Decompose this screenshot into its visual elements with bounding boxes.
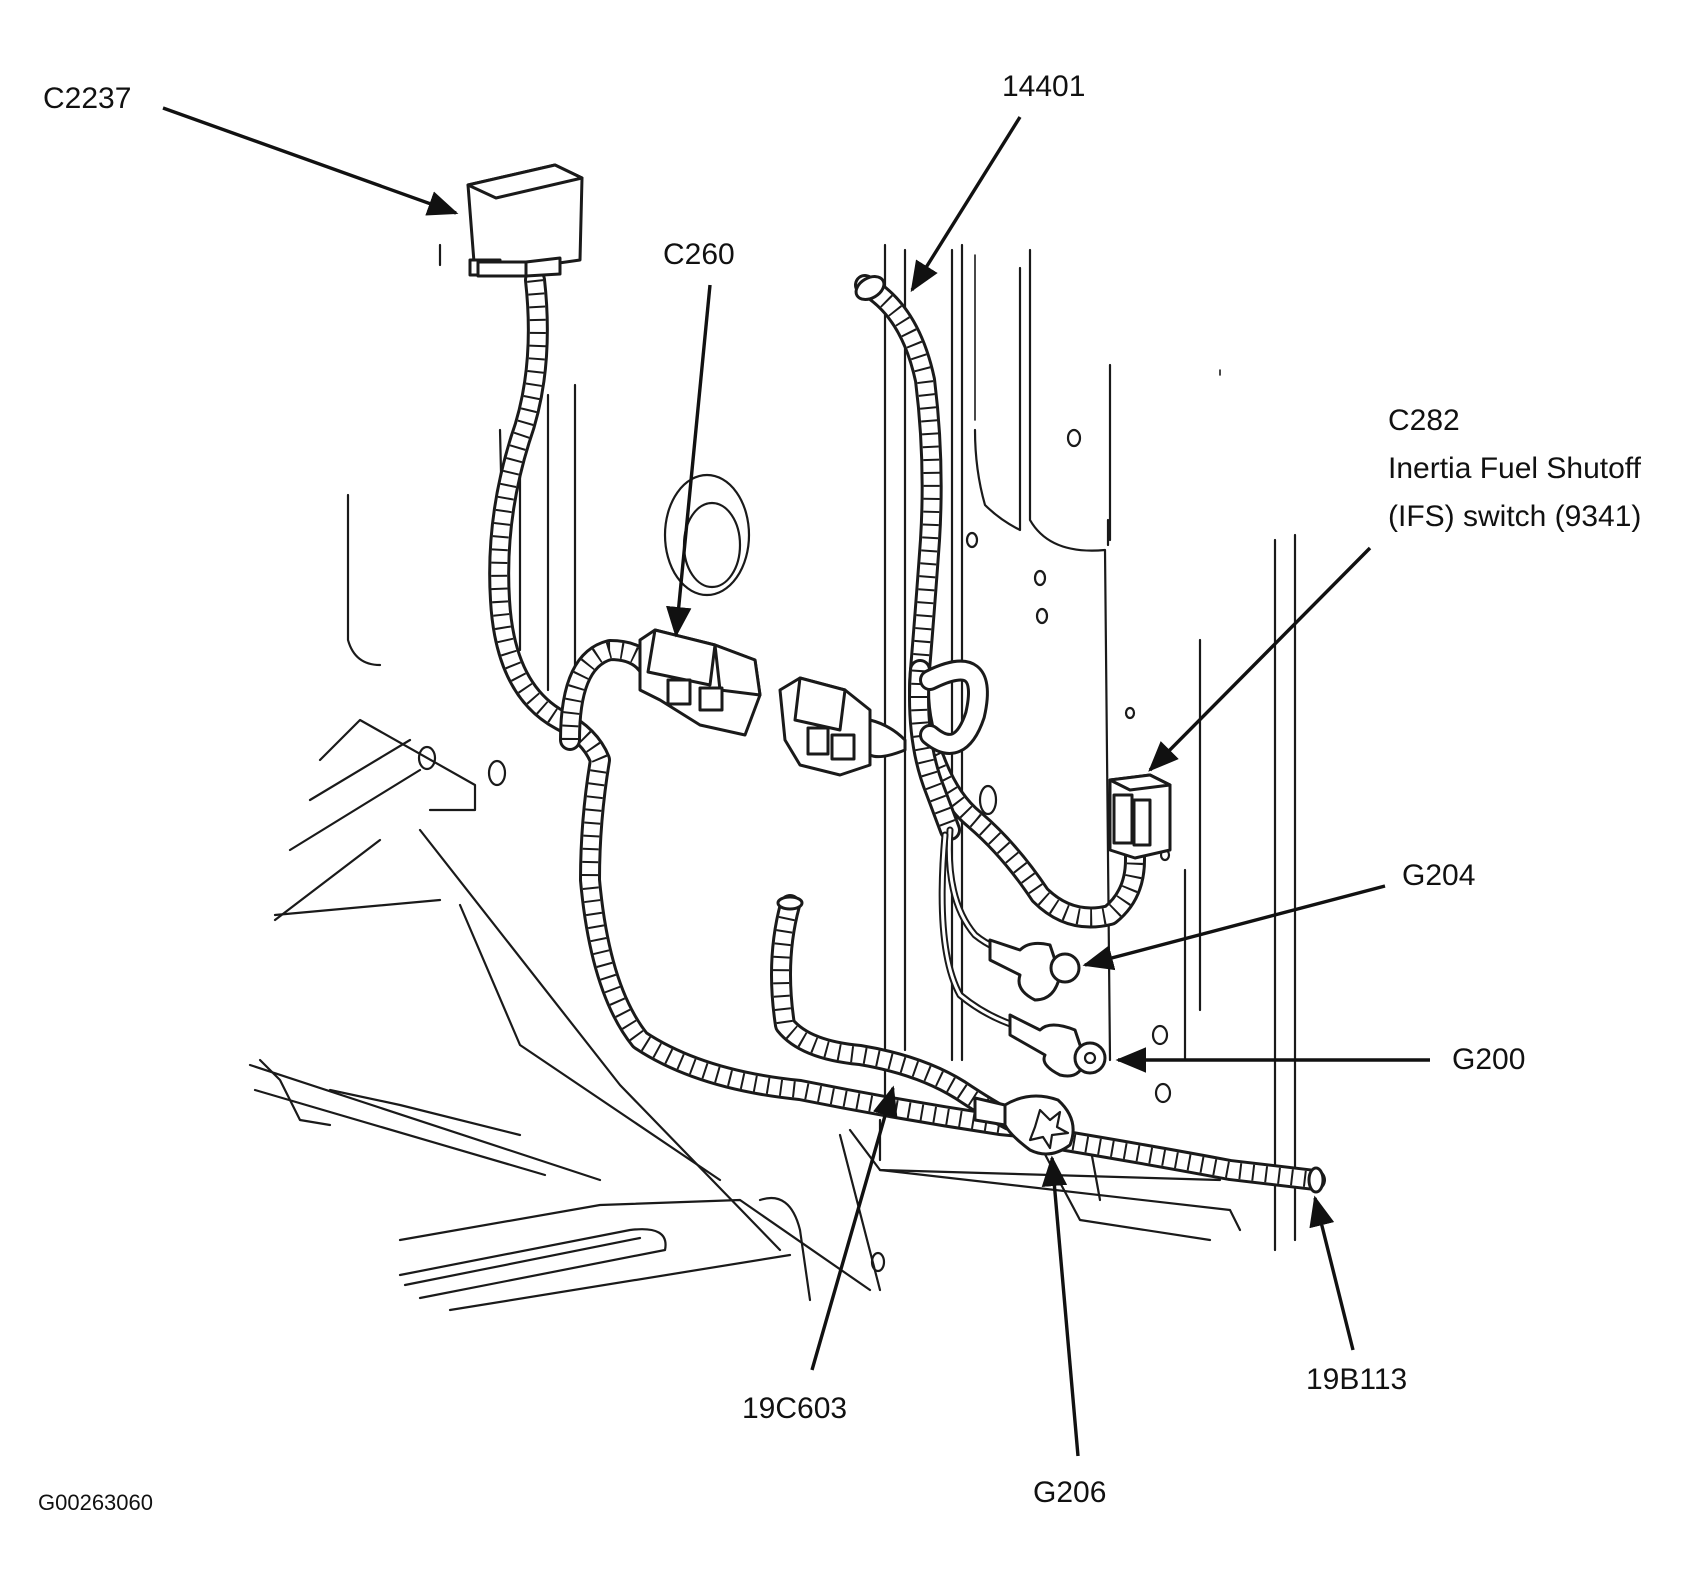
harness-19c603 <box>770 894 1021 1131</box>
connector-c260-shape <box>638 628 762 737</box>
label-c2237: C2237 <box>43 82 132 115</box>
figure-id: G00263060 <box>38 1490 153 1515</box>
label-19b113: 19B113 <box>1306 1363 1408 1396</box>
arrow-c260 <box>666 284 712 638</box>
label-ifs-line2: (IFS) switch (9341) <box>1388 500 1642 533</box>
arrow-c2237 <box>162 106 459 216</box>
label-14401: 14401 <box>1002 70 1086 103</box>
connector-c2237-shape <box>466 163 584 278</box>
harness-14401 <box>854 274 1146 929</box>
arrow-c282 <box>1148 546 1372 772</box>
ground-g200-eyelet <box>1008 1013 1107 1078</box>
arrow-19c603 <box>810 1085 898 1371</box>
label-c282: C282 <box>1388 404 1460 437</box>
mating-connector-shape <box>778 676 907 777</box>
ground-g204-eyelet <box>988 938 1081 1002</box>
label-g206: G206 <box>1033 1476 1107 1509</box>
label-g200: G200 <box>1452 1043 1526 1076</box>
label-19c603: 19C603 <box>742 1392 848 1425</box>
body-panel-outlines <box>248 243 1297 1312</box>
label-c260: C260 <box>663 238 735 271</box>
leader-arrows <box>162 106 1430 1457</box>
connector-c282-shape <box>1108 773 1172 860</box>
harness-19b113 <box>1049 1129 1326 1194</box>
arrow-19b113 <box>1309 1195 1355 1351</box>
arrow-14401 <box>910 116 1022 293</box>
arrow-g204 <box>1082 884 1386 971</box>
ground-g206-eyelet <box>973 1094 1075 1156</box>
label-ifs-line1: Inertia Fuel Shutoff <box>1388 452 1641 485</box>
arrow-g206 <box>1041 1155 1080 1457</box>
label-g204: G204 <box>1402 859 1476 892</box>
